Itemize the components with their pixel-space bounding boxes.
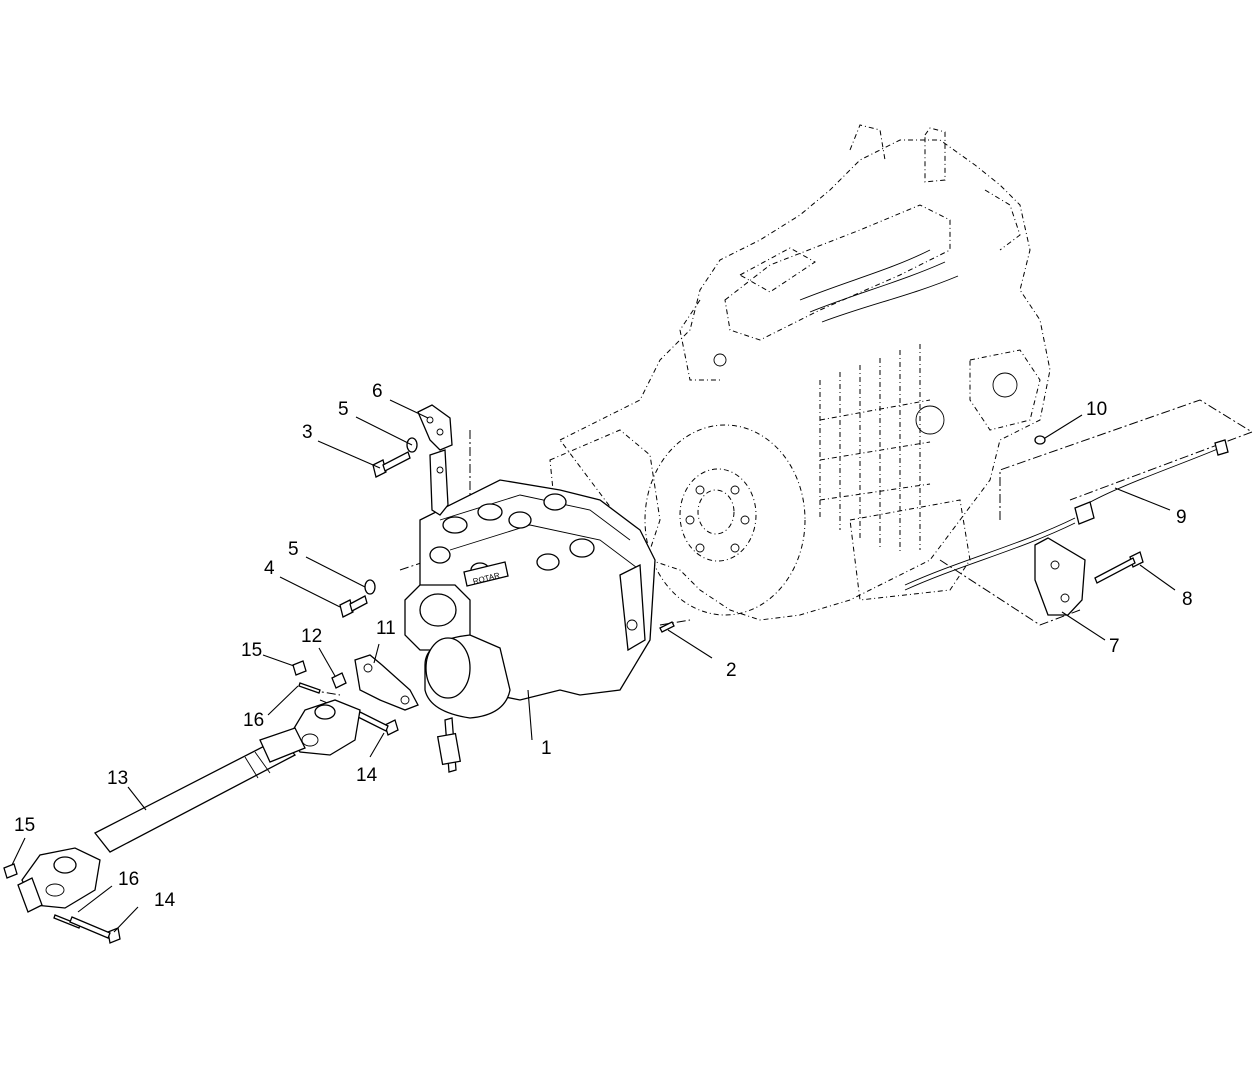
nut-15-upper <box>292 660 307 676</box>
bolt-3 <box>372 451 411 478</box>
callout-7: 7 <box>1109 636 1120 657</box>
bracket-6 <box>417 404 453 451</box>
callout-labels: 1 2 3 4 5 5 6 7 8 9 10 11 12 13 14 14 15… <box>14 381 1193 911</box>
nut-15-lower <box>3 863 18 879</box>
clip-10 <box>1034 435 1046 445</box>
callout-6: 6 <box>372 381 383 402</box>
stud-2 <box>659 621 675 633</box>
callout-13: 13 <box>107 768 128 789</box>
callout-14-upper: 14 <box>356 765 378 786</box>
callout-3: 3 <box>302 422 313 443</box>
callout-16-upper: 16 <box>243 710 264 731</box>
callout-5-lower: 5 <box>288 539 299 560</box>
bolt-14-lower <box>69 916 121 944</box>
nut-12 <box>331 672 347 689</box>
u-joint-upper <box>289 699 361 756</box>
hydrostatic-pump: ROTAR <box>404 449 656 773</box>
bolt-14-upper <box>357 711 399 736</box>
callout-16-lower: 16 <box>118 869 139 890</box>
throttle-cable-9 <box>904 439 1229 591</box>
callout-11: 11 <box>376 618 396 639</box>
callout-1: 1 <box>541 738 552 759</box>
leader-lines <box>11 399 1176 933</box>
callout-14-lower: 14 <box>154 890 176 911</box>
callout-12: 12 <box>301 626 322 647</box>
callout-15-lower: 15 <box>14 815 35 836</box>
callout-4: 4 <box>264 558 275 579</box>
callout-5-upper: 5 <box>338 399 349 420</box>
engine-phantom <box>549 124 1051 621</box>
callout-15-upper: 15 <box>241 640 262 661</box>
callout-2: 2 <box>726 660 737 681</box>
callout-9: 9 <box>1176 507 1187 528</box>
bracket-11 <box>354 654 419 711</box>
pin-16-upper <box>298 682 321 694</box>
driveshaft-13 <box>94 727 306 853</box>
bracket-7 <box>1034 537 1086 616</box>
callout-8: 8 <box>1182 589 1193 610</box>
bolt-4 <box>339 595 368 618</box>
bolt-8 <box>1094 551 1144 584</box>
washer-5-lower <box>364 579 376 595</box>
callout-10: 10 <box>1086 399 1107 420</box>
u-joint-lower <box>17 847 101 913</box>
